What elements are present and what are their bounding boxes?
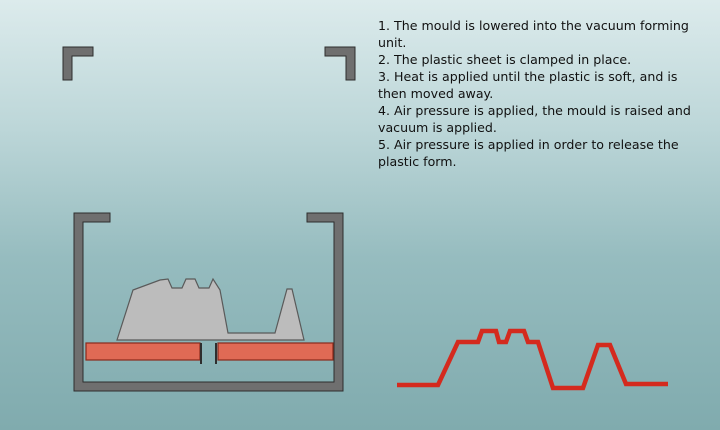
step-item: 5. Air pressure is applied in order to r…	[378, 136, 708, 170]
step-item: 2. The plastic sheet is clamped in place…	[378, 51, 708, 68]
platen-left	[85, 342, 201, 361]
step-item: 1. The mould is lowered into the vacuum …	[378, 17, 708, 51]
right-clamp-bracket	[324, 46, 356, 81]
step-number: 1.	[378, 18, 391, 33]
mould-shape	[116, 277, 305, 341]
process-steps-list: 1. The mould is lowered into the vacuum …	[378, 17, 708, 170]
left-clamp-bracket	[62, 46, 94, 81]
forming-tank-frame	[73, 212, 344, 392]
step-number: 5.	[378, 137, 391, 152]
step-text: The mould is lowered into the vacuum for…	[378, 18, 689, 50]
step-number: 4.	[378, 103, 391, 118]
step-text: Heat is applied until the plastic is sof…	[378, 69, 678, 101]
platen-right	[217, 342, 334, 361]
step-text: Air pressure is applied in order to rele…	[378, 137, 679, 169]
step-number: 3.	[378, 69, 391, 84]
step-text: Air pressure is applied, the mould is ra…	[378, 103, 691, 135]
step-item: 4. Air pressure is applied, the mould is…	[378, 102, 708, 136]
step-text: The plastic sheet is clamped in place.	[394, 52, 632, 67]
step-number: 2.	[378, 52, 391, 67]
step-item: 3. Heat is applied until the plastic is …	[378, 68, 708, 102]
plastic-form-profile	[397, 328, 668, 391]
